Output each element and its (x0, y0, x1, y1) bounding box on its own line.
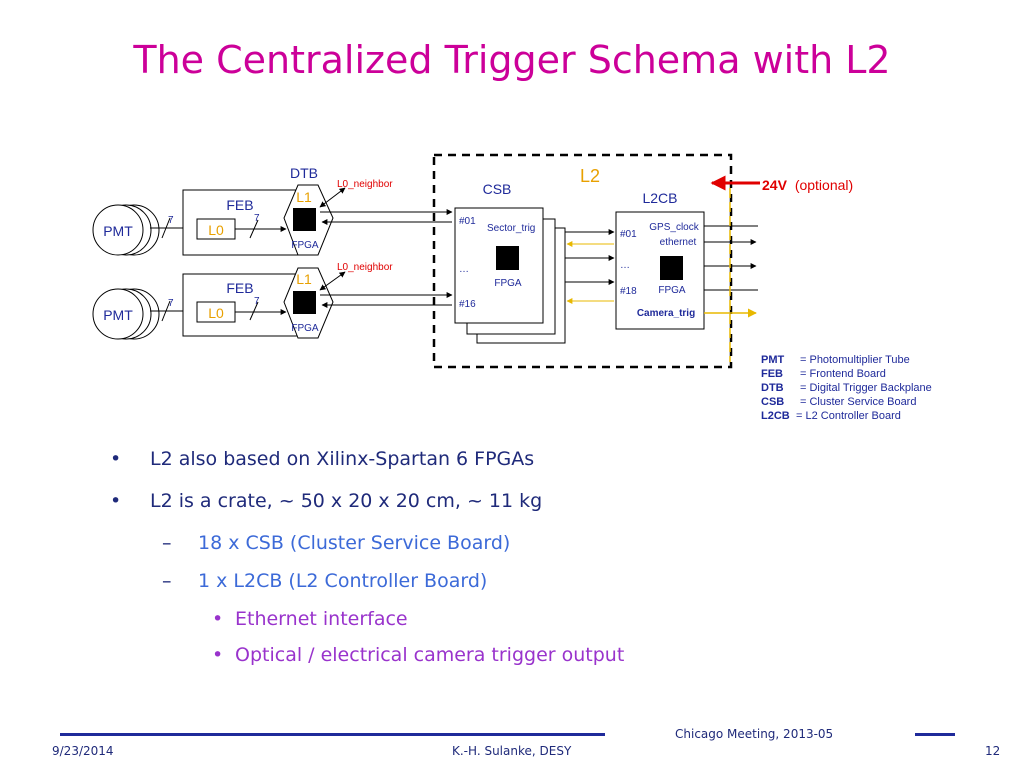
pmt-group-1: PMT (92, 204, 160, 256)
bullet-dot: • (110, 490, 122, 512)
l2cb-fpga-label: FPGA (658, 285, 686, 296)
pmt-label: PMT (103, 223, 133, 239)
footer-date: 9/23/2014 (52, 744, 114, 758)
l2cb-port-last: #18 (620, 286, 637, 297)
l2-label: L2 (580, 166, 600, 186)
dtb-fpga-chip (293, 291, 316, 314)
bus-width-label: 7 (254, 213, 260, 224)
l2cb-title: L2CB (642, 190, 677, 206)
legend-abbr: L2CB (761, 410, 790, 422)
slide-title: The Centralized Trigger Schema with L2 (133, 38, 891, 82)
l0-label: L0 (208, 305, 224, 321)
bus-width-label: 7 (254, 296, 260, 307)
legend: PMT = Photomultiplier Tube FEB = Fronten… (761, 354, 932, 422)
csb-port-first: #01 (459, 216, 476, 227)
csb-title: CSB (483, 181, 512, 197)
power-label: 24V (optional) (762, 177, 853, 193)
pmt-label: PMT (103, 307, 133, 323)
sub-bullet-item: – 1 x L2CB (L2 Controller Board) (110, 570, 910, 608)
bullet-text: L2 also based on Xilinx-Spartan 6 FPGAs (150, 448, 535, 470)
legend-desc: = Photomultiplier Tube (800, 354, 910, 366)
l0-label: L0 (208, 222, 224, 238)
l2cb-port-first: #01 (620, 229, 637, 240)
legend-abbr: CSB (761, 396, 784, 408)
legend-abbr: PMT (761, 354, 785, 366)
l2cb-fpga-chip (660, 256, 683, 280)
footer-rule-right (915, 733, 955, 736)
l1-label: L1 (296, 271, 312, 287)
sub-sub-bullet-text: Optical / electrical camera trigger outp… (235, 644, 625, 666)
sub-bullet-item: – 18 x CSB (Cluster Service Board) (110, 532, 910, 570)
fpga-label: FPGA (291, 323, 319, 334)
sub-sub-bullet-item: • Ethernet interface (110, 608, 910, 644)
legend-abbr: FEB (761, 368, 783, 380)
feb-label: FEB (226, 280, 253, 296)
bullet-item: • L2 also based on Xilinx-Spartan 6 FPGA… (110, 448, 910, 490)
legend-desc: = Frontend Board (800, 368, 886, 380)
bullet-dot: • (110, 448, 122, 470)
l2cb-ethernet-label: ethernet (660, 237, 697, 248)
l0-neighbor-label: L0_neighbor (337, 179, 393, 190)
legend-desc: = Cluster Service Board (800, 396, 916, 408)
legend-desc: = Digital Trigger Backplane (800, 382, 932, 394)
footer-rule-left (60, 733, 605, 736)
bus-width-label: 7 (168, 215, 174, 226)
dtb-label: DTB (290, 165, 318, 181)
bullet-dash: – (162, 570, 172, 592)
csb-port-mid: … (459, 264, 469, 275)
l2cb-camera-label: Camera_trig (637, 308, 695, 319)
csb-port-last: #16 (459, 299, 476, 310)
l2cb-gps-label: GPS_clock (649, 222, 699, 233)
csb-fpga-chip (496, 246, 519, 270)
l2cb-port-mid: … (620, 260, 630, 271)
dtb-fpga-chip (293, 208, 316, 231)
csb-fpga-label: FPGA (494, 278, 522, 289)
fpga-label: FPGA (291, 240, 319, 251)
bullet-dot: • (212, 608, 224, 630)
footer-meeting: Chicago Meeting, 2013-05 (675, 727, 834, 741)
legend-abbr: DTB (761, 382, 784, 394)
pmt-group-2: PMT (92, 288, 160, 340)
legend-desc: = L2 Controller Board (796, 410, 901, 422)
bullet-dot: • (212, 644, 224, 666)
l0-neighbor-label: L0_neighbor (337, 262, 393, 273)
sub-bullet-text: 18 x CSB (Cluster Service Board) (198, 532, 511, 554)
bullet-text: L2 is a crate, ~ 50 x 20 x 20 cm, ~ 11 k… (150, 490, 543, 512)
l1-label: L1 (296, 189, 312, 205)
bullet-dash: – (162, 532, 172, 554)
bus-width-label: 7 (168, 298, 174, 309)
sub-sub-bullet-text: Ethernet interface (235, 608, 408, 630)
csb-signal-label: Sector_trig (487, 223, 535, 234)
l2-crate-box (432, 153, 733, 369)
footer-page-number: 12 (985, 744, 1001, 758)
feb-label: FEB (226, 197, 253, 213)
bullet-list: • L2 also based on Xilinx-Spartan 6 FPGA… (110, 448, 910, 680)
sub-sub-bullet-item: • Optical / electrical camera trigger ou… (110, 644, 910, 680)
sub-bullet-text: 1 x L2CB (L2 Controller Board) (198, 570, 488, 592)
bullet-item: • L2 is a crate, ~ 50 x 20 x 20 cm, ~ 11… (110, 490, 910, 532)
footer-author: K.-H. Sulanke, DESY (452, 744, 572, 758)
